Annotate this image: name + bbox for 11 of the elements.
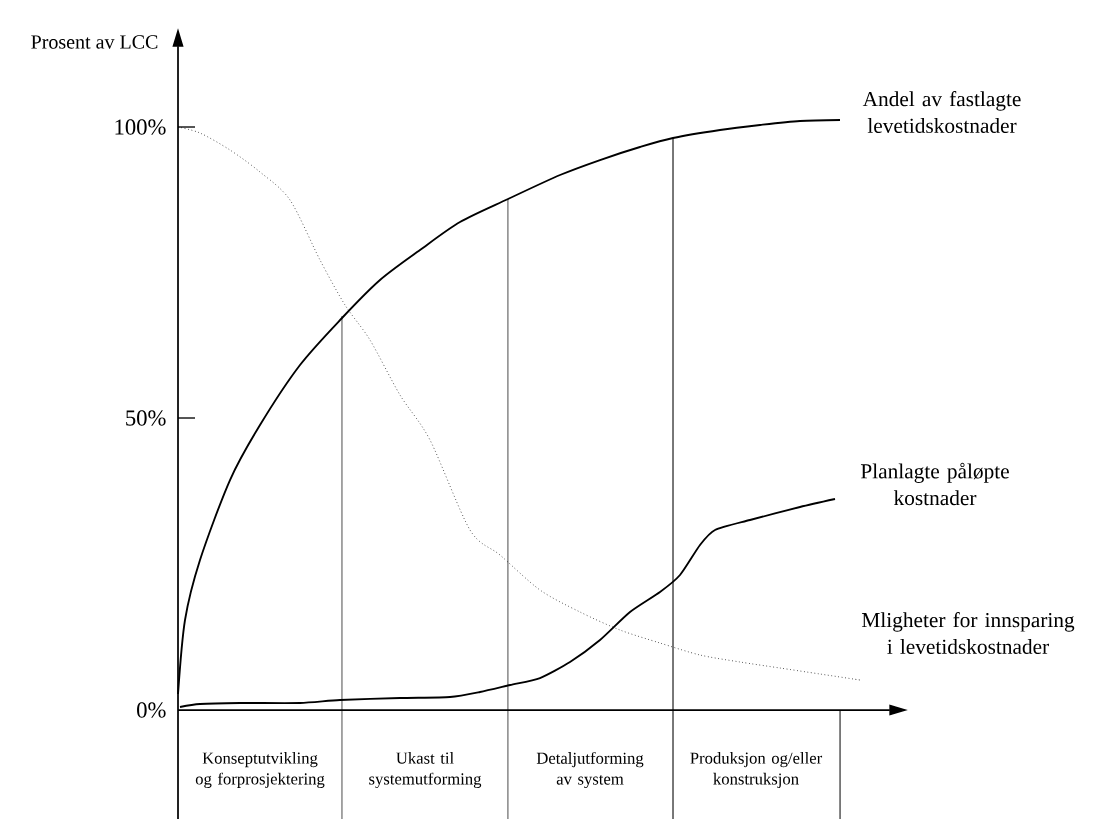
tick-label: 50% xyxy=(126,410,166,426)
curve-label: Andel av fastlagte levetidskostnader xyxy=(862,91,1021,133)
tick-label: 0% xyxy=(137,702,166,718)
phase-label: Detaljutforming av system xyxy=(536,751,644,789)
tick-label: 100% xyxy=(115,119,166,135)
curve-label: Mligheter for innsparing i levetidskostnader xyxy=(861,612,1075,654)
phase-label: Produksjon og/eller konstruksjon xyxy=(690,752,823,788)
curve-label: Planlagte påløpte kostnader xyxy=(860,462,1009,506)
phase-label: Konseptutvikling og forprosjektering xyxy=(195,752,325,788)
axis-title: Prosent av LCC xyxy=(31,35,158,49)
phase-label: Ukast til systemutforming xyxy=(369,752,482,788)
